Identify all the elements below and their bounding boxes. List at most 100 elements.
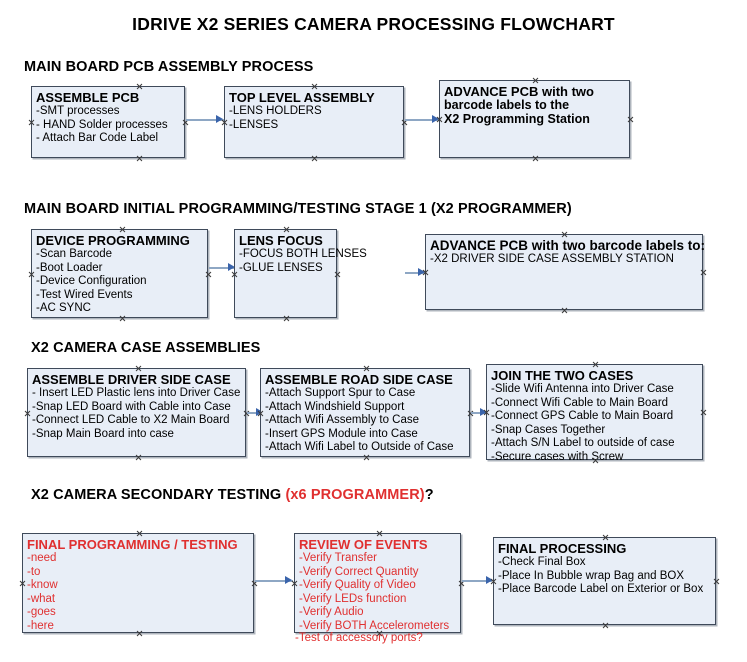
handle-bottom-icon[interactable] — [135, 454, 142, 461]
connector-assemble-pcb-to-top-level-assembly — [186, 119, 224, 121]
connector-road-side-to-join-cases — [471, 412, 488, 414]
node-advance-pcb-to-x2-programming-station[interactable]: ADVANCE PCB with two barcode labels to t… — [439, 80, 630, 158]
node-top-level-assembly[interactable]: TOP LEVEL ASSEMBLY -LENS HOLDERS -LENSES — [224, 86, 404, 158]
node-assemble-pcb[interactable]: ASSEMBLE PCB -SMT processes - HAND Solde… — [31, 86, 185, 158]
node-body: ADVANCE PCB with two barcode labels to: … — [426, 235, 706, 269]
node-line: -Verify Transfer — [299, 552, 377, 564]
node-title: DEVICE PROGRAMMING — [36, 233, 190, 248]
section-header-accent: (x6 PROGRAMMER) — [285, 487, 425, 503]
section-header-x2-camera-case-assemblies: X2 CAMERA CASE ASSEMBLIES — [31, 340, 261, 356]
node-line: -Place Barcode Label on Exterior or Box — [498, 583, 704, 595]
node-line: -Place In Bubble wrap Bag and BOX — [498, 569, 685, 582]
node-line: -Attach Wifi Label to Outside of Case — [265, 441, 454, 453]
node-line: - Insert LED Plastic lens into Driver Ca… — [32, 387, 241, 399]
node-title: ASSEMBLE ROAD SIDE CASE — [265, 372, 453, 387]
node-body: DEVICE PROGRAMMING -Scan Barcode -Boot L… — [32, 230, 207, 318]
connector-lens-focus-to-advance-pcb — [405, 272, 425, 274]
arrow-icon — [228, 263, 235, 271]
node-line: -Attach Support Spur to Case — [265, 387, 416, 399]
node-line: -Snap Main Board into case — [32, 427, 174, 440]
node-line: -Verify Correct Quantity — [299, 565, 419, 578]
node-line: -Insert GPS Module into Case — [265, 427, 418, 440]
node-assemble-driver-side-case[interactable]: ASSEMBLE DRIVER SIDE CASE - Insert LED P… — [27, 368, 246, 457]
node-line: barcode labels to the — [444, 98, 570, 112]
node-line: -know — [27, 579, 58, 591]
node-line: -LENS HOLDERS — [229, 105, 322, 117]
node-final-programming-testing[interactable]: FINAL PROGRAMMING / TESTING -need -to -k… — [22, 533, 254, 633]
node-line: -to — [27, 565, 41, 578]
node-line: - Attach Bar Code Label — [36, 132, 159, 144]
node-body: TOP LEVEL ASSEMBLY -LENS HOLDERS -LENSES — [225, 87, 403, 134]
node-line: -Scan Barcode — [36, 248, 113, 260]
arrow-icon — [480, 408, 487, 416]
node-review-of-events[interactable]: REVIEW OF EVENTS -Verify Transfer -Verif… — [294, 533, 461, 633]
handle-bottom-icon[interactable] — [283, 315, 290, 322]
node-line: -Attach S/N Label to outside of case — [491, 437, 675, 449]
arrow-icon — [285, 576, 292, 584]
node-device-programming[interactable]: DEVICE PROGRAMMING -Scan Barcode -Boot L… — [31, 229, 208, 318]
node-body: ASSEMBLE DRIVER SIDE CASE - Insert LED P… — [28, 369, 245, 443]
handle-bottom-icon[interactable] — [532, 155, 539, 162]
node-title: ASSEMBLE PCB — [36, 90, 140, 105]
node-lens-focus[interactable]: LENS FOCUS -FOCUS BOTH LENSES -GLUE LENS… — [234, 229, 367, 318]
node-title: FINAL PROCESSING — [498, 541, 627, 556]
node-body: FINAL PROCESSING -Check Final Box -Place… — [494, 538, 715, 599]
node-body: LENS FOCUS -FOCUS BOTH LENSES -GLUE LENS… — [235, 230, 367, 277]
node-review-of-events-overflow-line: -Test of accessory ports? — [295, 632, 423, 644]
node-title: ASSEMBLE DRIVER SIDE CASE — [32, 372, 231, 387]
connector-device-programming-to-lens-focus — [209, 267, 235, 269]
section-header-text: X2 CAMERA SECONDARY TESTING — [31, 487, 286, 503]
section-header-main-board-initial-programming: MAIN BOARD INITIAL PROGRAMMING/TESTING S… — [24, 201, 572, 217]
node-line: X2 Programming Station — [444, 111, 590, 126]
node-line: -need — [27, 552, 57, 564]
arrow-icon — [216, 115, 223, 123]
node-join-the-two-cases[interactable]: JOIN THE TWO CASES -Slide Wifi Antenna i… — [486, 364, 703, 463]
node-line: -Connect GPS Cable to Main Board — [491, 410, 674, 422]
handle-bottom-icon[interactable] — [311, 155, 318, 162]
node-title: JOIN THE TWO CASES — [491, 368, 634, 383]
node-line: -AC SYNC — [36, 302, 91, 314]
arrow-icon — [486, 576, 493, 584]
node-line: -Snap LED Board with Cable into Case — [32, 400, 231, 413]
node-title: LENS FOCUS — [239, 233, 323, 248]
node-line: -LENSES — [229, 118, 279, 131]
node-assemble-road-side-case[interactable]: ASSEMBLE ROAD SIDE CASE -Attach Support … — [260, 368, 470, 457]
node-line: -FOCUS BOTH LENSES — [239, 248, 367, 260]
handle-bottom-icon[interactable] — [136, 155, 143, 162]
section-header-x2-camera-secondary-testing: X2 CAMERA SECONDARY TESTING (x6 PROGRAMM… — [31, 487, 434, 503]
node-title: FINAL PROGRAMMING / TESTING — [27, 537, 238, 552]
section-header-suffix: ? — [424, 487, 434, 503]
node-line: -Attach Wifi Assembly to Case — [265, 414, 420, 426]
node-line: -Verify Audio — [299, 606, 364, 618]
node-title: ADVANCE PCB with two barcode labels to: — [430, 238, 706, 253]
node-line: - HAND Solder processes — [36, 118, 168, 131]
handle-right-icon[interactable] — [700, 269, 707, 276]
connector-final-programming-to-review-of-events — [255, 580, 293, 582]
node-line: -here — [27, 619, 54, 632]
page-title: IDRIVE X2 SERIES CAMERA PROCESSING FLOWC… — [132, 14, 615, 34]
node-body: JOIN THE TWO CASES -Slide Wifi Antenna i… — [487, 365, 702, 466]
node-line: -what — [27, 592, 56, 605]
node-line: -Boot Loader — [36, 261, 103, 274]
connector-driver-side-to-road-side — [247, 412, 264, 414]
handle-bottom-icon[interactable] — [561, 307, 568, 314]
node-line: -Verify BOTH Accelerometers — [299, 619, 450, 632]
arrow-icon — [418, 268, 425, 276]
handle-bottom-icon[interactable] — [602, 622, 609, 629]
connector-review-of-events-to-final-processing — [462, 580, 492, 582]
node-title: TOP LEVEL ASSEMBLY — [229, 90, 375, 105]
arrow-icon — [256, 408, 263, 416]
node-final-processing[interactable]: FINAL PROCESSING -Check Final Box -Place… — [493, 537, 716, 625]
node-line: -Verify Quality of Video — [299, 579, 416, 591]
node-advance-pcb-to-driver-side-case-station[interactable]: ADVANCE PCB with two barcode labels to: … — [425, 234, 706, 310]
node-line: -X2 DRIVER SIDE CASE ASSEMBLY STATION — [430, 253, 674, 265]
node-body: ASSEMBLE ROAD SIDE CASE -Attach Support … — [261, 369, 469, 457]
node-line: -Attach Windshield Support — [265, 400, 405, 413]
node-line: -Connect Wifi Cable to Main Board — [491, 396, 669, 409]
node-title: REVIEW OF EVENTS — [299, 537, 428, 552]
section-header-main-board-pcb-assembly: MAIN BOARD PCB ASSEMBLY PROCESS — [24, 59, 314, 75]
node-line: -Slide Wifi Antenna into Driver Case — [491, 383, 674, 395]
node-body: FINAL PROGRAMMING / TESTING -need -to -k… — [23, 534, 253, 635]
arrow-icon — [432, 115, 439, 123]
node-line: -goes — [27, 606, 56, 618]
